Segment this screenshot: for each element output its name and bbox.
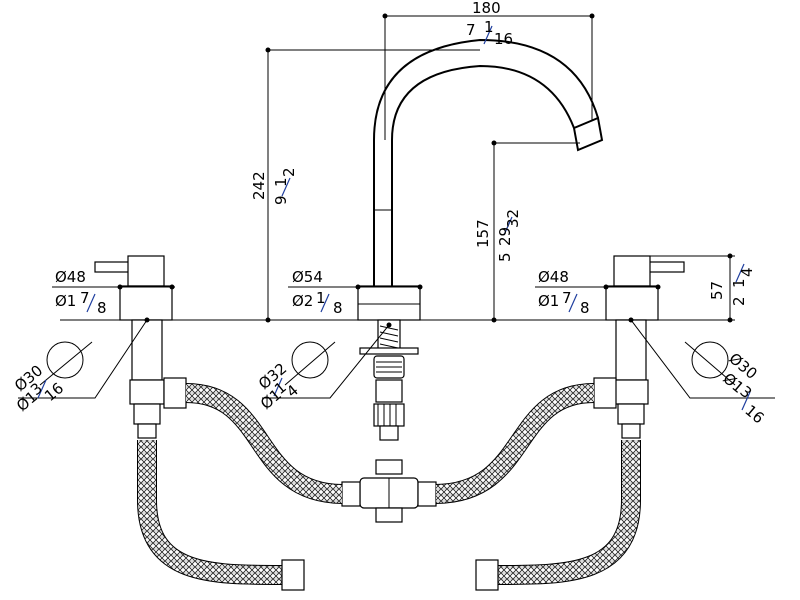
left-handle-dia-mm: Ø48 — [55, 268, 86, 286]
spout-base-dia-inch-den: 8 — [333, 299, 343, 317]
right-handle-dia-inch-num: 7 — [562, 289, 572, 307]
dimension-lines — [18, 13, 775, 411]
total-height-inch-den: 2 — [280, 167, 298, 177]
spout — [357, 38, 604, 475]
left-handle-dia-inch-whole: Ø1 — [55, 292, 76, 310]
handle-height-mm: 57 — [708, 281, 726, 300]
reach-mm: 180 — [472, 0, 501, 17]
total-height-inch-num: 1 — [272, 177, 290, 187]
right-handle-dia-mm: Ø48 — [538, 268, 569, 286]
spout-height-mm: 157 — [474, 219, 492, 248]
left-handle-valve — [94, 255, 173, 439]
right-hole-dia-inch-den: 16 — [741, 401, 767, 427]
tee-connector — [341, 477, 437, 523]
right-handle-dia-inch-den: 8 — [580, 299, 590, 317]
left-handle-dia-inch-num: 7 — [80, 289, 90, 307]
right-handle-valve — [605, 255, 685, 439]
hoses — [137, 377, 641, 591]
spout-height-inch-whole: 5 — [496, 252, 514, 262]
spout-base-dia-mm: Ø54 — [292, 268, 323, 286]
spout-height-inch-num: 29 — [496, 227, 514, 246]
reach-inch-num: 1 — [484, 18, 494, 36]
spout-base-dia-inch-whole: Ø2 — [292, 292, 313, 310]
spout-height-inch-den: 32 — [504, 209, 522, 228]
spout-base-dia-inch-num: 1 — [316, 289, 326, 307]
total-height-inch-whole: 9 — [272, 195, 290, 205]
right-handle-dia-inch-whole: Ø1 — [538, 292, 559, 310]
total-height-mm: 242 — [250, 171, 268, 200]
handle-height-inch-whole: 2 — [730, 296, 748, 306]
handle-height-inch-den: 4 — [738, 267, 756, 277]
left-handle-dia-inch-den: 8 — [97, 299, 107, 317]
reach-inch-whole: 7 — [466, 21, 476, 39]
reach-inch-den: 16 — [494, 30, 513, 48]
handle-height-inch-num: 1 — [730, 278, 748, 288]
